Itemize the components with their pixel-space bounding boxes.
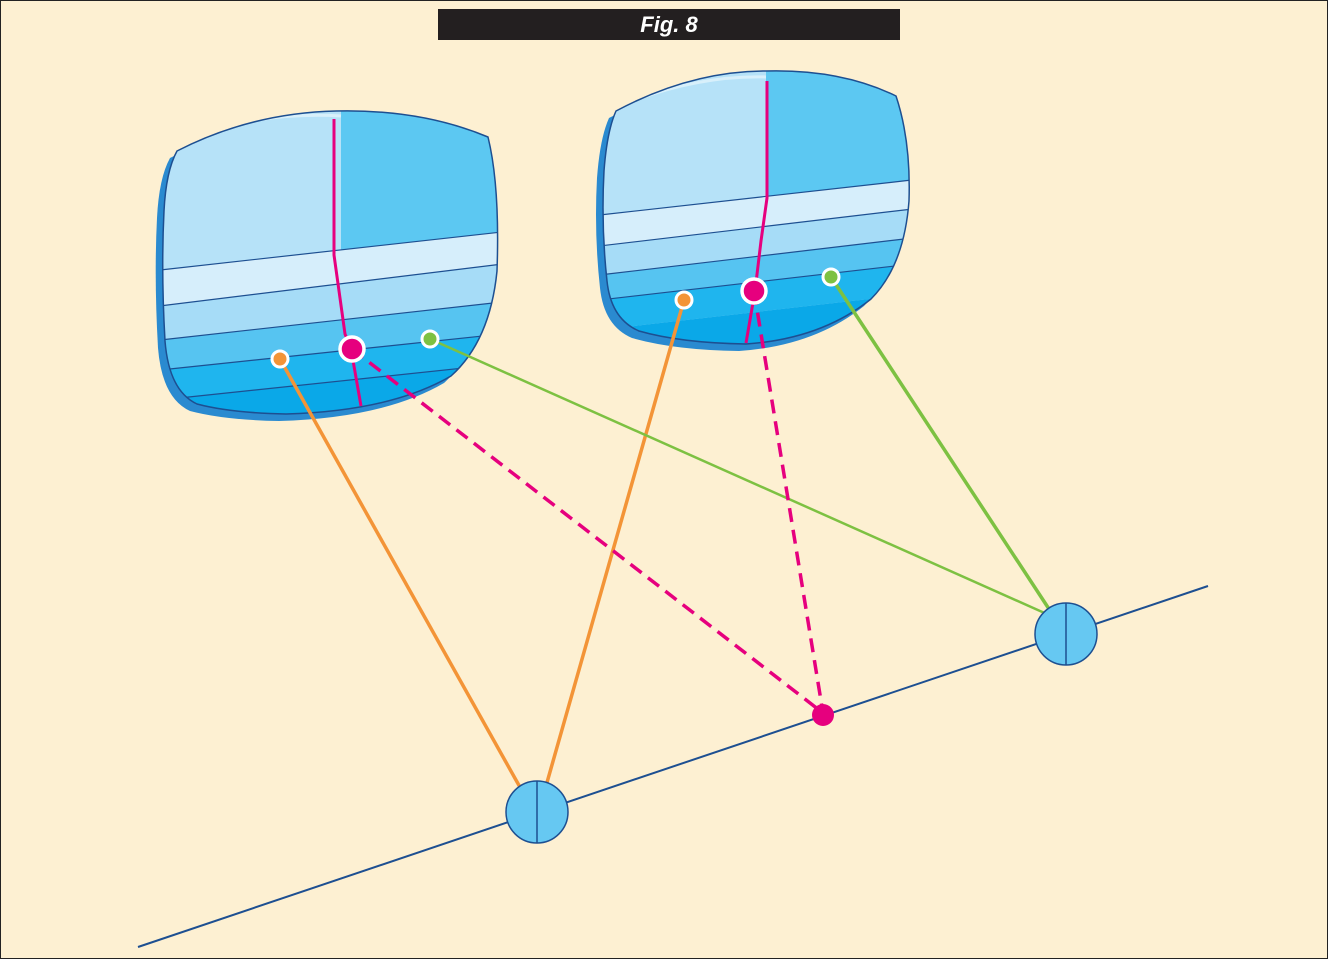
right-lens-near-point [674, 290, 694, 310]
right-lens [596, 70, 910, 352]
magenta-dashed-left [350, 347, 825, 715]
baseline [137, 585, 1209, 948]
right-lens-meridian [744, 81, 769, 344]
left-eye [505, 780, 569, 844]
left-lens [155, 110, 499, 421]
orange-sightline-right [544, 299, 686, 787]
left-lens-fitting-point [338, 335, 366, 363]
right-lens-fitting-point [740, 277, 768, 305]
left-lens-green-point [420, 329, 440, 349]
green-sightline-left [429, 337, 1050, 617]
green-sightline-right [829, 276, 1051, 610]
right-lens-green-point [821, 267, 841, 287]
right-eye [1034, 602, 1098, 666]
orange-sightline-left [278, 358, 523, 790]
left-lens-near-point [270, 349, 290, 369]
fixation-point [812, 704, 834, 726]
figure-title: Fig. 8 [438, 9, 900, 40]
left-lens-meridian [332, 119, 363, 407]
magenta-dashed-right [752, 290, 825, 714]
